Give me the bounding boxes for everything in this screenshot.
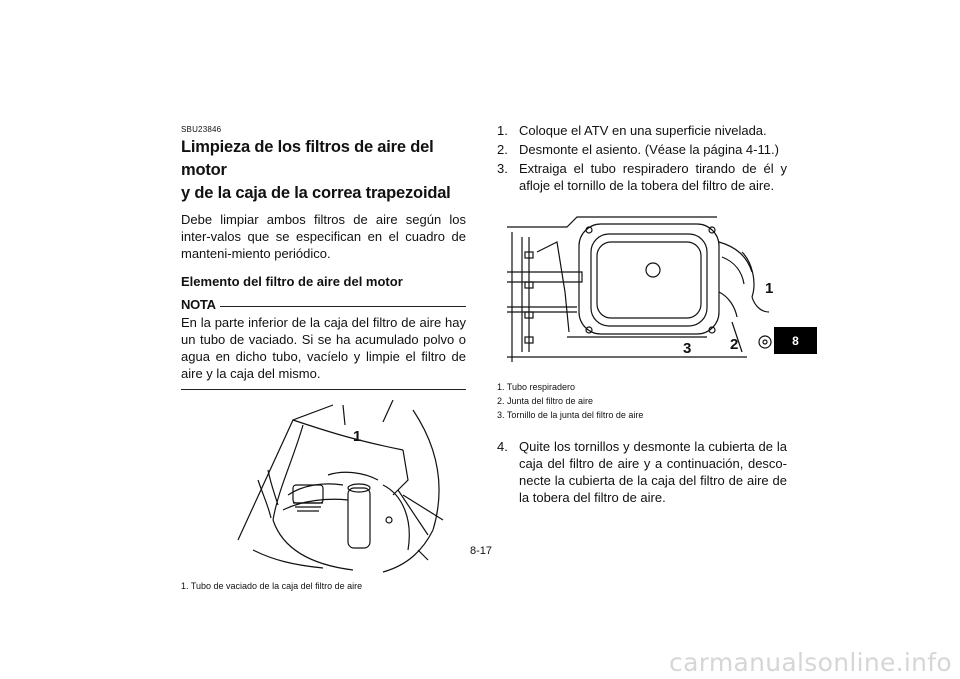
figure-callout-1: 1 <box>765 280 774 297</box>
chapter-tab: 8 <box>774 327 817 354</box>
nota-text: En la parte inferior de la caja del filt… <box>181 315 466 381</box>
step-item: 3.Extraiga el tubo respiradero tirando d… <box>497 161 787 193</box>
nota-rule <box>219 306 466 307</box>
step-item: 1.Coloque el ATV en una superficie nivel… <box>497 123 767 138</box>
caption-item: 2. Junta del filtro de aire <box>497 396 594 406</box>
section-title: Limpieza de los filtros de aire del moto… <box>181 136 466 205</box>
page-number: 8-17 <box>470 545 493 557</box>
drain-tube-illustration <box>237 399 444 573</box>
steps-list: 1.Coloque el ATV en una superficie nivel… <box>497 122 787 194</box>
figure-callout-1: 1 <box>353 428 362 445</box>
air-filter-illustration <box>507 216 772 362</box>
step-item: 2.Desmonte el asiento. (Véase la página … <box>497 142 779 157</box>
figure-caption: 1. Tubo de vaciado de la caja del filtro… <box>181 581 363 591</box>
nota-header: NOTA <box>181 297 466 312</box>
right-column: 1.Coloque el ATV en una superficie nivel… <box>497 122 787 508</box>
figure-captions: 1. Tubo respiradero 2. Junta del filtro … <box>497 380 787 422</box>
section-title-line2: y de la caja de la correa trapezoidal <box>181 184 451 202</box>
step-item: 4.Quite los tornillos y desmonte la cubi… <box>497 439 787 505</box>
drain-tube-figure: 1 <box>233 399 473 575</box>
intro-paragraph: Debe limpiar ambos filtros de aire según… <box>181 212 466 261</box>
steps-list-2: 4.Quite los tornillos y desmonte la cubi… <box>497 438 787 506</box>
subheading: Elemento del filtro de aire del motor <box>181 274 403 289</box>
caption-item: 3. Tornillo de la junta del filtro de ai… <box>497 410 644 420</box>
left-column: SBU23846 Limpieza de los filtros de aire… <box>181 125 466 593</box>
nota-end-rule <box>181 389 466 390</box>
air-filter-figure: 1 2 3 <box>507 212 782 372</box>
section-code: SBU23846 <box>181 125 222 134</box>
watermark: carmanualsonline.info <box>669 648 952 677</box>
figure-callout-3: 3 <box>683 340 692 357</box>
caption-item: 1. Tubo respiradero <box>497 382 576 392</box>
figure-callout-2: 2 <box>730 336 739 353</box>
section-title-line1: Limpieza de los filtros de aire del moto… <box>181 138 434 179</box>
nota-label: NOTA <box>181 297 216 312</box>
